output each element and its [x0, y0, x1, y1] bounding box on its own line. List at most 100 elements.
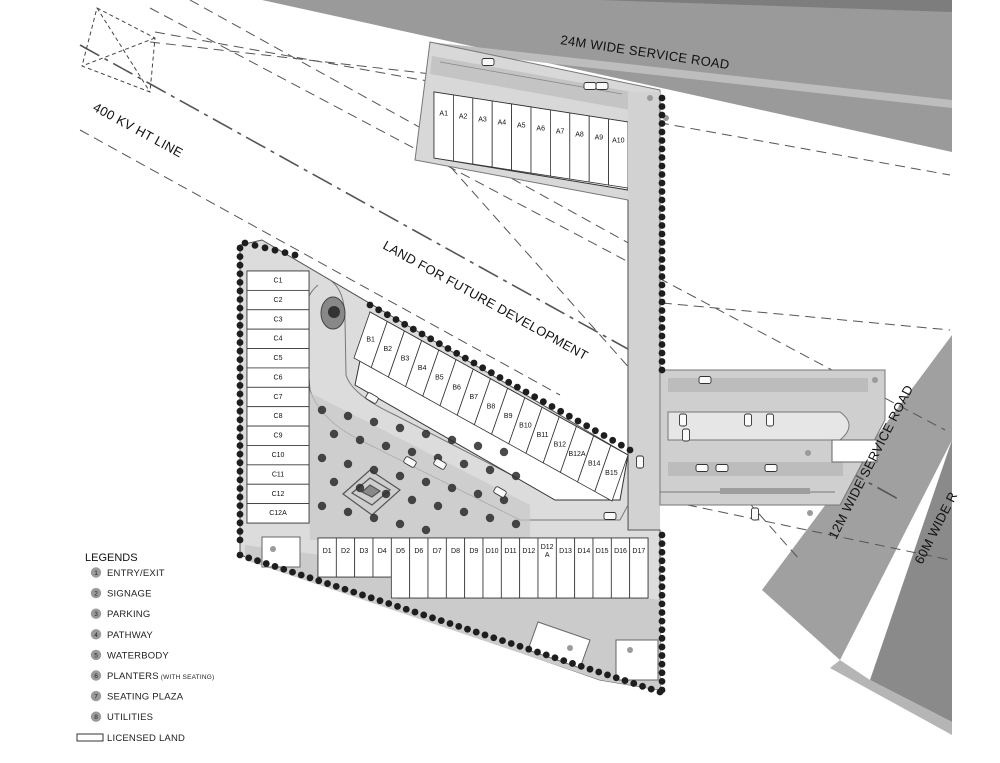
tree — [281, 249, 289, 256]
tree — [583, 422, 591, 430]
tree — [569, 660, 576, 667]
tree — [280, 565, 288, 573]
tree — [409, 325, 417, 333]
tree — [446, 620, 454, 627]
plot-c-label: C8 — [274, 413, 283, 420]
plot-d-label: D12 — [522, 548, 535, 555]
plot-a-label: A6 — [536, 125, 545, 132]
plot-a-unit — [452, 94, 474, 165]
tree — [658, 128, 666, 136]
road-60m — [870, 440, 952, 722]
legend-item-label: UTILITIES — [107, 712, 153, 723]
plaza-tree — [511, 519, 521, 529]
plaza-tree — [473, 441, 483, 451]
plot-b-label: B11 — [537, 432, 549, 439]
car — [365, 392, 379, 404]
plot-d-unit — [372, 537, 392, 578]
legend-item-text: PLANTERS — [107, 671, 159, 682]
tree — [658, 188, 666, 195]
tree — [630, 680, 638, 687]
tree — [542, 651, 550, 659]
plot-d-unit — [317, 537, 337, 578]
car — [766, 413, 774, 427]
plot-b-unit — [594, 444, 629, 502]
tree — [236, 433, 244, 441]
tree — [236, 356, 244, 364]
tree — [516, 642, 524, 650]
tree — [464, 625, 471, 633]
plot-b-label: B5 — [435, 375, 444, 382]
tree — [658, 324, 666, 331]
plot-d-label: D17 — [632, 548, 645, 555]
car — [698, 376, 712, 384]
plot-d-label: D9 — [469, 548, 478, 555]
tree — [658, 686, 666, 694]
tree — [600, 432, 608, 439]
plot-d-unit — [354, 537, 374, 578]
plot-b-label: B15 — [605, 470, 618, 477]
tree — [236, 330, 244, 338]
tree — [505, 378, 513, 386]
tree — [658, 626, 666, 634]
tree — [658, 557, 666, 565]
tree — [658, 179, 666, 187]
tree — [271, 563, 279, 570]
tree — [332, 582, 340, 590]
plot-d-unit — [629, 537, 649, 599]
tree — [658, 566, 666, 573]
tree — [658, 358, 666, 365]
plot-b-label: B3 — [401, 356, 410, 363]
tree — [539, 398, 547, 406]
tree — [236, 450, 244, 458]
tree — [658, 583, 666, 591]
plaza-tree — [355, 483, 365, 493]
tree — [658, 171, 666, 178]
plot-a-label: A1 — [439, 110, 448, 117]
plot-c-unit — [246, 503, 310, 524]
plaza-tree — [447, 435, 457, 445]
tree — [461, 354, 469, 362]
plaza-tree — [369, 513, 379, 523]
tree — [245, 554, 253, 562]
plot-c-label: C3 — [274, 316, 283, 323]
tree — [658, 103, 666, 110]
tree — [639, 682, 646, 690]
plot-c-label: C9 — [274, 433, 283, 440]
tree — [241, 239, 249, 247]
tree — [236, 364, 244, 372]
plot-d-label: D2 — [341, 548, 350, 555]
tree — [262, 560, 270, 567]
plot-d-label: D6 — [414, 548, 423, 555]
tree — [658, 652, 666, 659]
tree — [236, 528, 244, 535]
plot-a-label: A9 — [595, 134, 604, 141]
tree — [522, 388, 530, 396]
tree — [375, 306, 383, 314]
tree — [392, 316, 400, 323]
tree — [236, 502, 244, 510]
tree — [626, 446, 634, 454]
parking-lot-east — [659, 369, 886, 506]
tree — [658, 349, 666, 357]
tree — [658, 222, 666, 229]
plot-a-unit — [433, 91, 454, 162]
tree — [236, 459, 244, 467]
road-60m-edge — [830, 660, 952, 735]
tree — [658, 591, 666, 599]
plaza-tree — [381, 489, 391, 499]
plaza-tree — [421, 477, 431, 487]
tree — [236, 253, 244, 260]
plaza-tree — [369, 465, 379, 475]
tree — [236, 399, 244, 406]
legend-marker-number: 2 — [94, 591, 98, 598]
tree — [496, 374, 504, 381]
tree — [658, 677, 666, 685]
tree — [577, 662, 585, 670]
service-road-12m — [762, 335, 952, 660]
plot-c-label: C6 — [274, 374, 283, 381]
service-road-24m-strip — [430, 42, 952, 108]
tree — [341, 585, 349, 593]
plaza-tree — [343, 459, 353, 469]
plot-b-label: B10 — [519, 422, 532, 429]
